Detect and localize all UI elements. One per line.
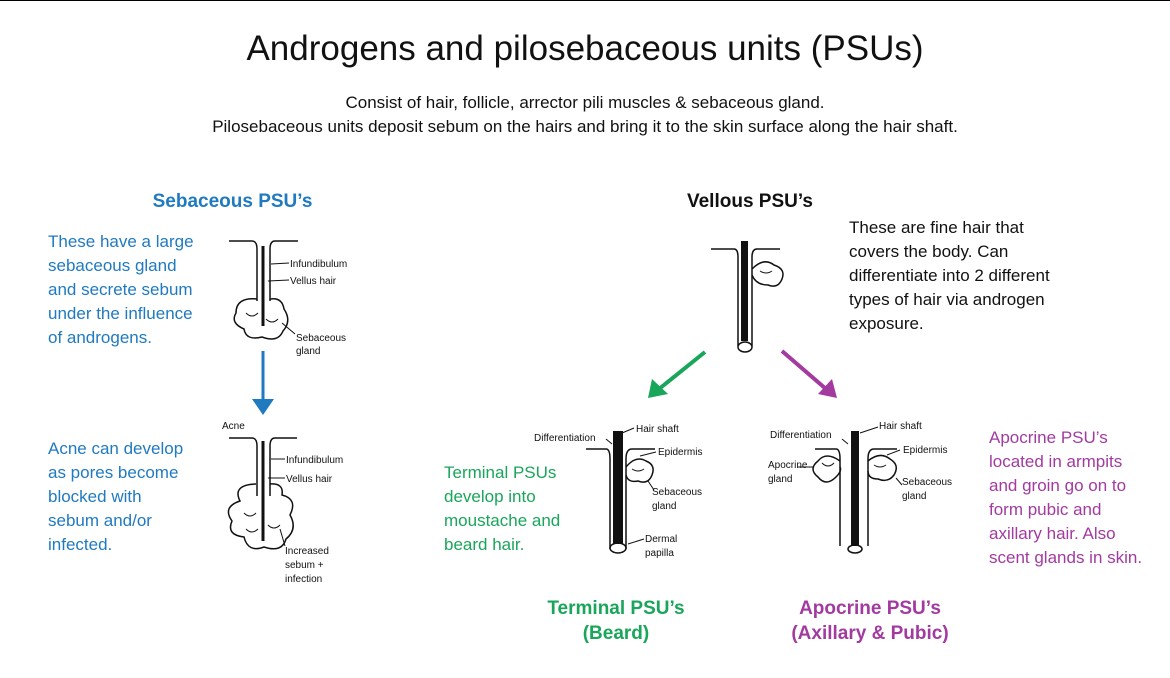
label-gland: gland	[768, 474, 792, 485]
sebaceous-gland-shape	[867, 454, 897, 482]
text-line: under the influence	[48, 304, 193, 323]
text-line: sebum and/or	[48, 511, 152, 530]
label-gland: gland	[652, 501, 676, 512]
label-sebaceous: Sebaceous	[652, 487, 702, 498]
hair-shaft	[851, 431, 859, 546]
label-sebaceous: Sebaceous	[902, 477, 952, 488]
terminal-description: Terminal PSUs develop into moustache and…	[444, 461, 614, 557]
apocrine-heading: Apocrine PSU’s (Axillary & Pubic)	[750, 596, 990, 646]
label-infundibulum: Infundibulum	[290, 259, 347, 270]
acne-description: Acne can develop as pores become blocked…	[48, 437, 238, 557]
text-line: of androgens.	[48, 328, 152, 347]
dermal-papilla	[847, 544, 863, 554]
text-line: exposure.	[849, 314, 924, 333]
label-gland: gland	[296, 346, 320, 357]
label-apocrine: Apocrine	[768, 460, 808, 471]
text-line: and secrete sebum	[48, 280, 193, 299]
label-epidermis: Epidermis	[903, 445, 947, 456]
label-hair-shaft: Hair shaft	[879, 421, 922, 432]
label-papilla: papilla	[645, 548, 674, 559]
vellous-psu-diagram	[711, 241, 784, 353]
text-line: as pores become	[48, 463, 179, 482]
terminal-gland-shape	[625, 458, 654, 483]
hair-shaft	[613, 431, 623, 544]
text-line: axillary hair. Also	[989, 524, 1116, 543]
sebaceous-heading: Sebaceous PSU’s	[152, 191, 313, 212]
text-line: covers the body. Can	[849, 242, 1009, 261]
page-title: Androgens and pilosebaceous units (PSUs)	[246, 29, 924, 68]
apocrine-description: Apocrine PSU’s located in armpits and gr…	[989, 426, 1169, 570]
subtitle-line-1: Consist of hair, follicle, arrector pili…	[345, 93, 825, 112]
label-infundibulum: Infundibulum	[286, 455, 343, 466]
vellous-description: These are fine hair that covers the body…	[849, 216, 1149, 336]
text-line: develop into	[444, 487, 536, 506]
terminal-psu-diagram	[586, 427, 657, 554]
text-line: infected.	[48, 535, 113, 554]
subtitle-line-2: Pilosebaceous units deposit sebum on the…	[212, 117, 958, 136]
text-line: and groin go on to	[989, 476, 1127, 495]
dermal-papilla	[737, 341, 753, 353]
label-differentiation: Differentiation	[770, 430, 832, 441]
sebaceous-gland-shape	[233, 297, 289, 340]
heading-line: Terminal PSU’s	[547, 598, 685, 619]
acne-psu-diagram	[227, 437, 297, 550]
text-line: sebaceous gland	[48, 256, 177, 275]
text-line: scent glands in skin.	[989, 548, 1143, 567]
heading-line: (Beard)	[582, 623, 650, 644]
label-vellus-hair: Vellus hair	[290, 276, 337, 287]
text-line: located in armpits	[989, 452, 1123, 471]
label-differentiation: Differentiation	[534, 433, 596, 444]
text-line: Acne can develop	[48, 439, 184, 458]
vellous-heading: Vellous PSU’s	[686, 191, 813, 212]
heading-line: Apocrine PSU’s	[799, 598, 941, 619]
apocrine-gland-shape	[812, 455, 842, 483]
hair-shaft	[741, 241, 748, 341]
arrow-down-icon	[252, 351, 274, 415]
label-vellus-hair: Vellus hair	[286, 474, 333, 485]
text-line: moustache and	[444, 511, 561, 530]
text-line: These are fine hair that	[849, 218, 1024, 237]
label-dermal: Dermal	[645, 534, 677, 545]
label-epidermis: Epidermis	[658, 447, 702, 458]
label-acne: Acne	[222, 421, 245, 432]
terminal-heading: Terminal PSU’s (Beard)	[500, 596, 732, 646]
sebaceous-psu-diagram	[229, 240, 298, 340]
label-gland: gland	[902, 491, 926, 502]
acne-gland-shape	[227, 483, 294, 550]
text-line: Apocrine PSU’s	[989, 428, 1108, 447]
label-sebaceous: Sebaceous	[296, 333, 346, 344]
text-line: beard hair.	[444, 535, 525, 554]
text-line: differentiate into 2 different	[849, 266, 1050, 285]
label-increased: Increased	[285, 546, 329, 557]
text-line: types of hair via androgen	[849, 290, 1045, 309]
heading-line: (Axillary & Pubic)	[791, 623, 949, 644]
text-line: form pubic and	[989, 500, 1102, 519]
apocrine-psu-diagram	[798, 426, 903, 554]
sebaceous-description: These have a large sebaceous gland and s…	[48, 230, 238, 350]
text-line: Terminal PSUs	[444, 463, 557, 482]
text-line: These have a large	[48, 232, 194, 251]
label-hair-shaft: Hair shaft	[636, 424, 679, 435]
vellous-gland-shape	[751, 261, 784, 287]
label-sebum: sebum +	[285, 560, 324, 571]
arrow-to-terminal-icon	[648, 350, 707, 398]
arrow-to-apocrine-icon	[780, 349, 837, 398]
text-line: blocked with	[48, 487, 142, 506]
dermal-papilla	[609, 542, 627, 554]
label-infection: infection	[285, 574, 322, 585]
